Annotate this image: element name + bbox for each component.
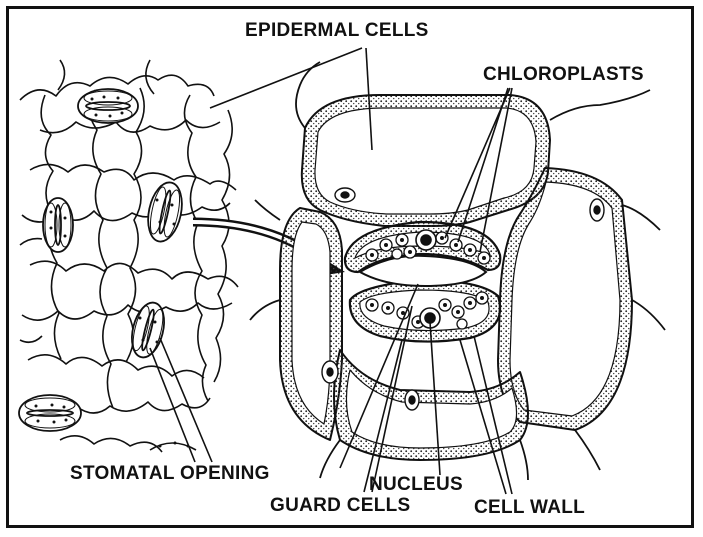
stoma-small-5 xyxy=(19,395,81,431)
stoma-small-2 xyxy=(43,198,73,252)
label-nucleus: NUCLEUS xyxy=(369,474,463,496)
label-chloroplasts: CHLOROPLASTS xyxy=(483,64,644,86)
stoma-small-3 xyxy=(143,179,187,244)
stoma-small-1 xyxy=(78,89,138,123)
label-epidermal-cells: EPIDERMAL CELLS xyxy=(245,20,429,42)
label-guard-cells: GUARD CELLS xyxy=(270,495,411,517)
label-cell-wall: CELL WALL xyxy=(474,497,585,519)
nucleus-upper xyxy=(416,230,436,250)
label-stomatal-opening: STOMATAL OPENING xyxy=(70,463,270,485)
leader-epidermal-1 xyxy=(210,48,362,108)
